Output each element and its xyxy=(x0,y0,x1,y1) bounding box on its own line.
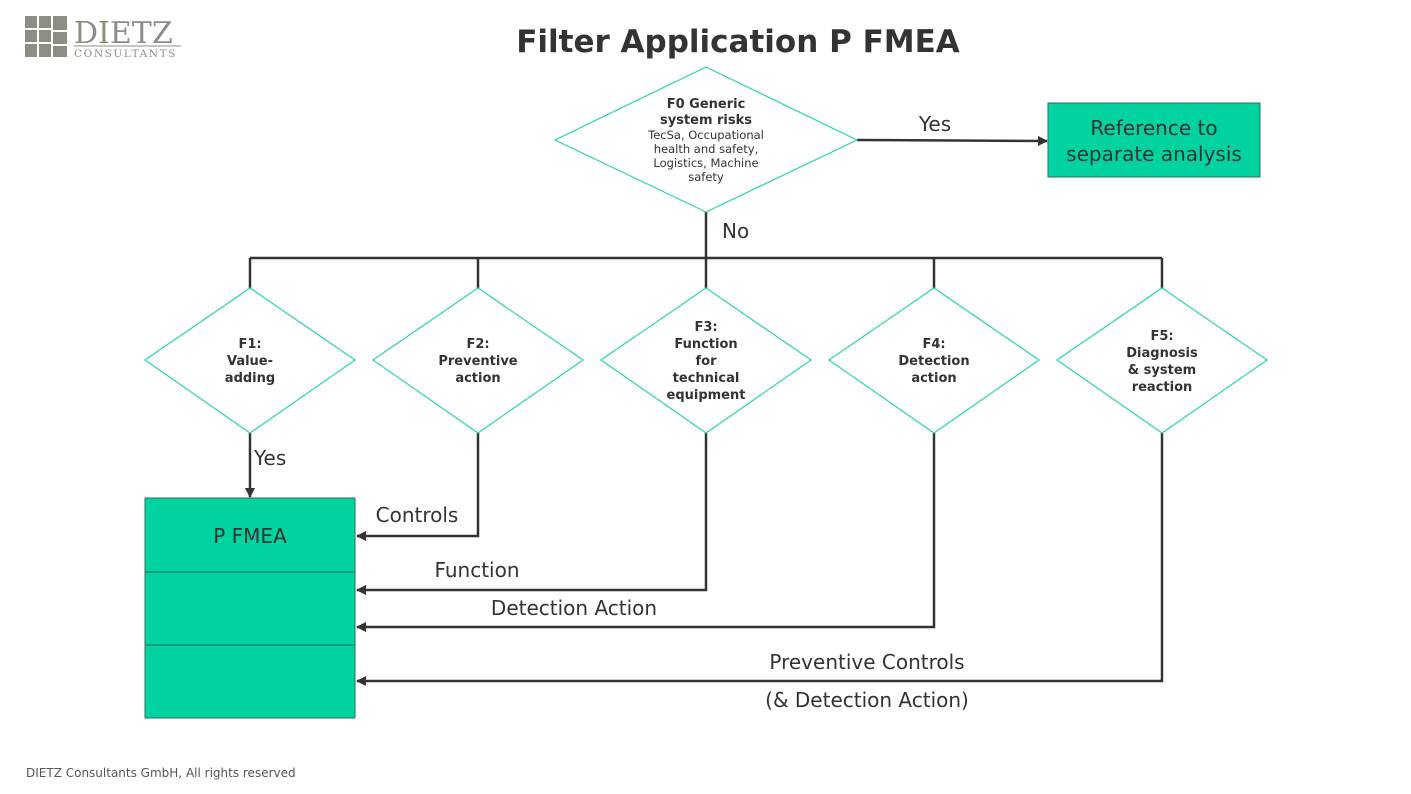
dietz-logo: DIETZ CONSULTANTS xyxy=(25,16,181,60)
f5-line-2: Diagnosis xyxy=(1126,346,1198,361)
f0-title-line-1: F0 Generic xyxy=(667,97,746,112)
f3-line-1: F3: xyxy=(694,320,717,335)
detection-action-label: Detection Action xyxy=(491,596,657,620)
decision-f5: F5: Diagnosis & system reaction xyxy=(1055,287,1269,434)
f3-line-4: technical xyxy=(673,371,740,386)
decision-f2: F2: Preventive action xyxy=(371,287,585,434)
pfmea-label: P FMEA xyxy=(213,524,287,548)
f1-line-1: F1: xyxy=(238,337,261,352)
function-arrow xyxy=(356,433,708,595)
logo-subtitle: CONSULTANTS xyxy=(74,48,177,60)
preventive-arrow xyxy=(356,433,1164,686)
f0-title-line-2: system risks xyxy=(660,113,752,128)
f1-line-2: Value- xyxy=(227,354,273,369)
top-yes-label: Yes xyxy=(918,112,951,136)
f4-line-3: action xyxy=(911,371,956,386)
decision-f3: F3: Function for technical equipment xyxy=(599,287,813,434)
pfmea-box: P FMEA xyxy=(144,497,356,719)
logo-name: DIETZ xyxy=(74,16,173,51)
f5-line-1: F5: xyxy=(1150,329,1173,344)
reference-line-1: Reference to xyxy=(1090,116,1217,140)
footer-copyright: DIETZ Consultants GmbH, All rights reser… xyxy=(26,766,296,780)
f3-line-5: equipment xyxy=(667,388,746,403)
yes-arrow-reference xyxy=(856,135,1048,146)
f5-line-4: reaction xyxy=(1132,380,1193,395)
f4-line-1: F4: xyxy=(922,337,945,352)
reference-line-2: separate analysis xyxy=(1066,142,1242,166)
controls-arrow xyxy=(356,433,480,541)
f0-detail-line-1: TecSa, Occupational xyxy=(647,128,764,142)
detection-note-label: (& Detection Action) xyxy=(765,688,969,712)
f0-detail-line-4: safety xyxy=(688,170,724,184)
page-title: Filter Application P FMEA xyxy=(516,24,960,60)
reference-box: Reference to separate analysis xyxy=(1047,102,1261,178)
f3-line-2: Function xyxy=(674,337,737,352)
f1-yes-label: Yes xyxy=(253,446,286,470)
controls-label: Controls xyxy=(376,503,459,527)
decision-f1: F1: Value- adding xyxy=(143,287,357,434)
f0-detail-line-3: Logistics, Machine xyxy=(653,156,758,170)
f5-line-3: & system xyxy=(1128,363,1196,378)
preventive-controls-label: Preventive Controls xyxy=(769,650,964,674)
decision-f4: F4: Detection action xyxy=(827,287,1041,434)
connectors xyxy=(245,135,1164,686)
decision-f0: F0 Generic system risks TecSa, Occupatio… xyxy=(553,66,859,213)
function-label: Function xyxy=(434,558,519,582)
f2-line-3: action xyxy=(455,371,500,386)
logo-mark-icon xyxy=(25,16,67,57)
f1-line-3: adding xyxy=(225,371,275,386)
f4-line-2: Detection xyxy=(898,354,969,369)
f2-line-2: Preventive xyxy=(438,354,517,369)
detection-arrow xyxy=(356,433,936,632)
f0-detail-line-2: health and safety, xyxy=(654,142,758,156)
f2-line-1: F2: xyxy=(466,337,489,352)
no-label: No xyxy=(722,219,749,243)
f3-line-3: for xyxy=(696,354,718,369)
